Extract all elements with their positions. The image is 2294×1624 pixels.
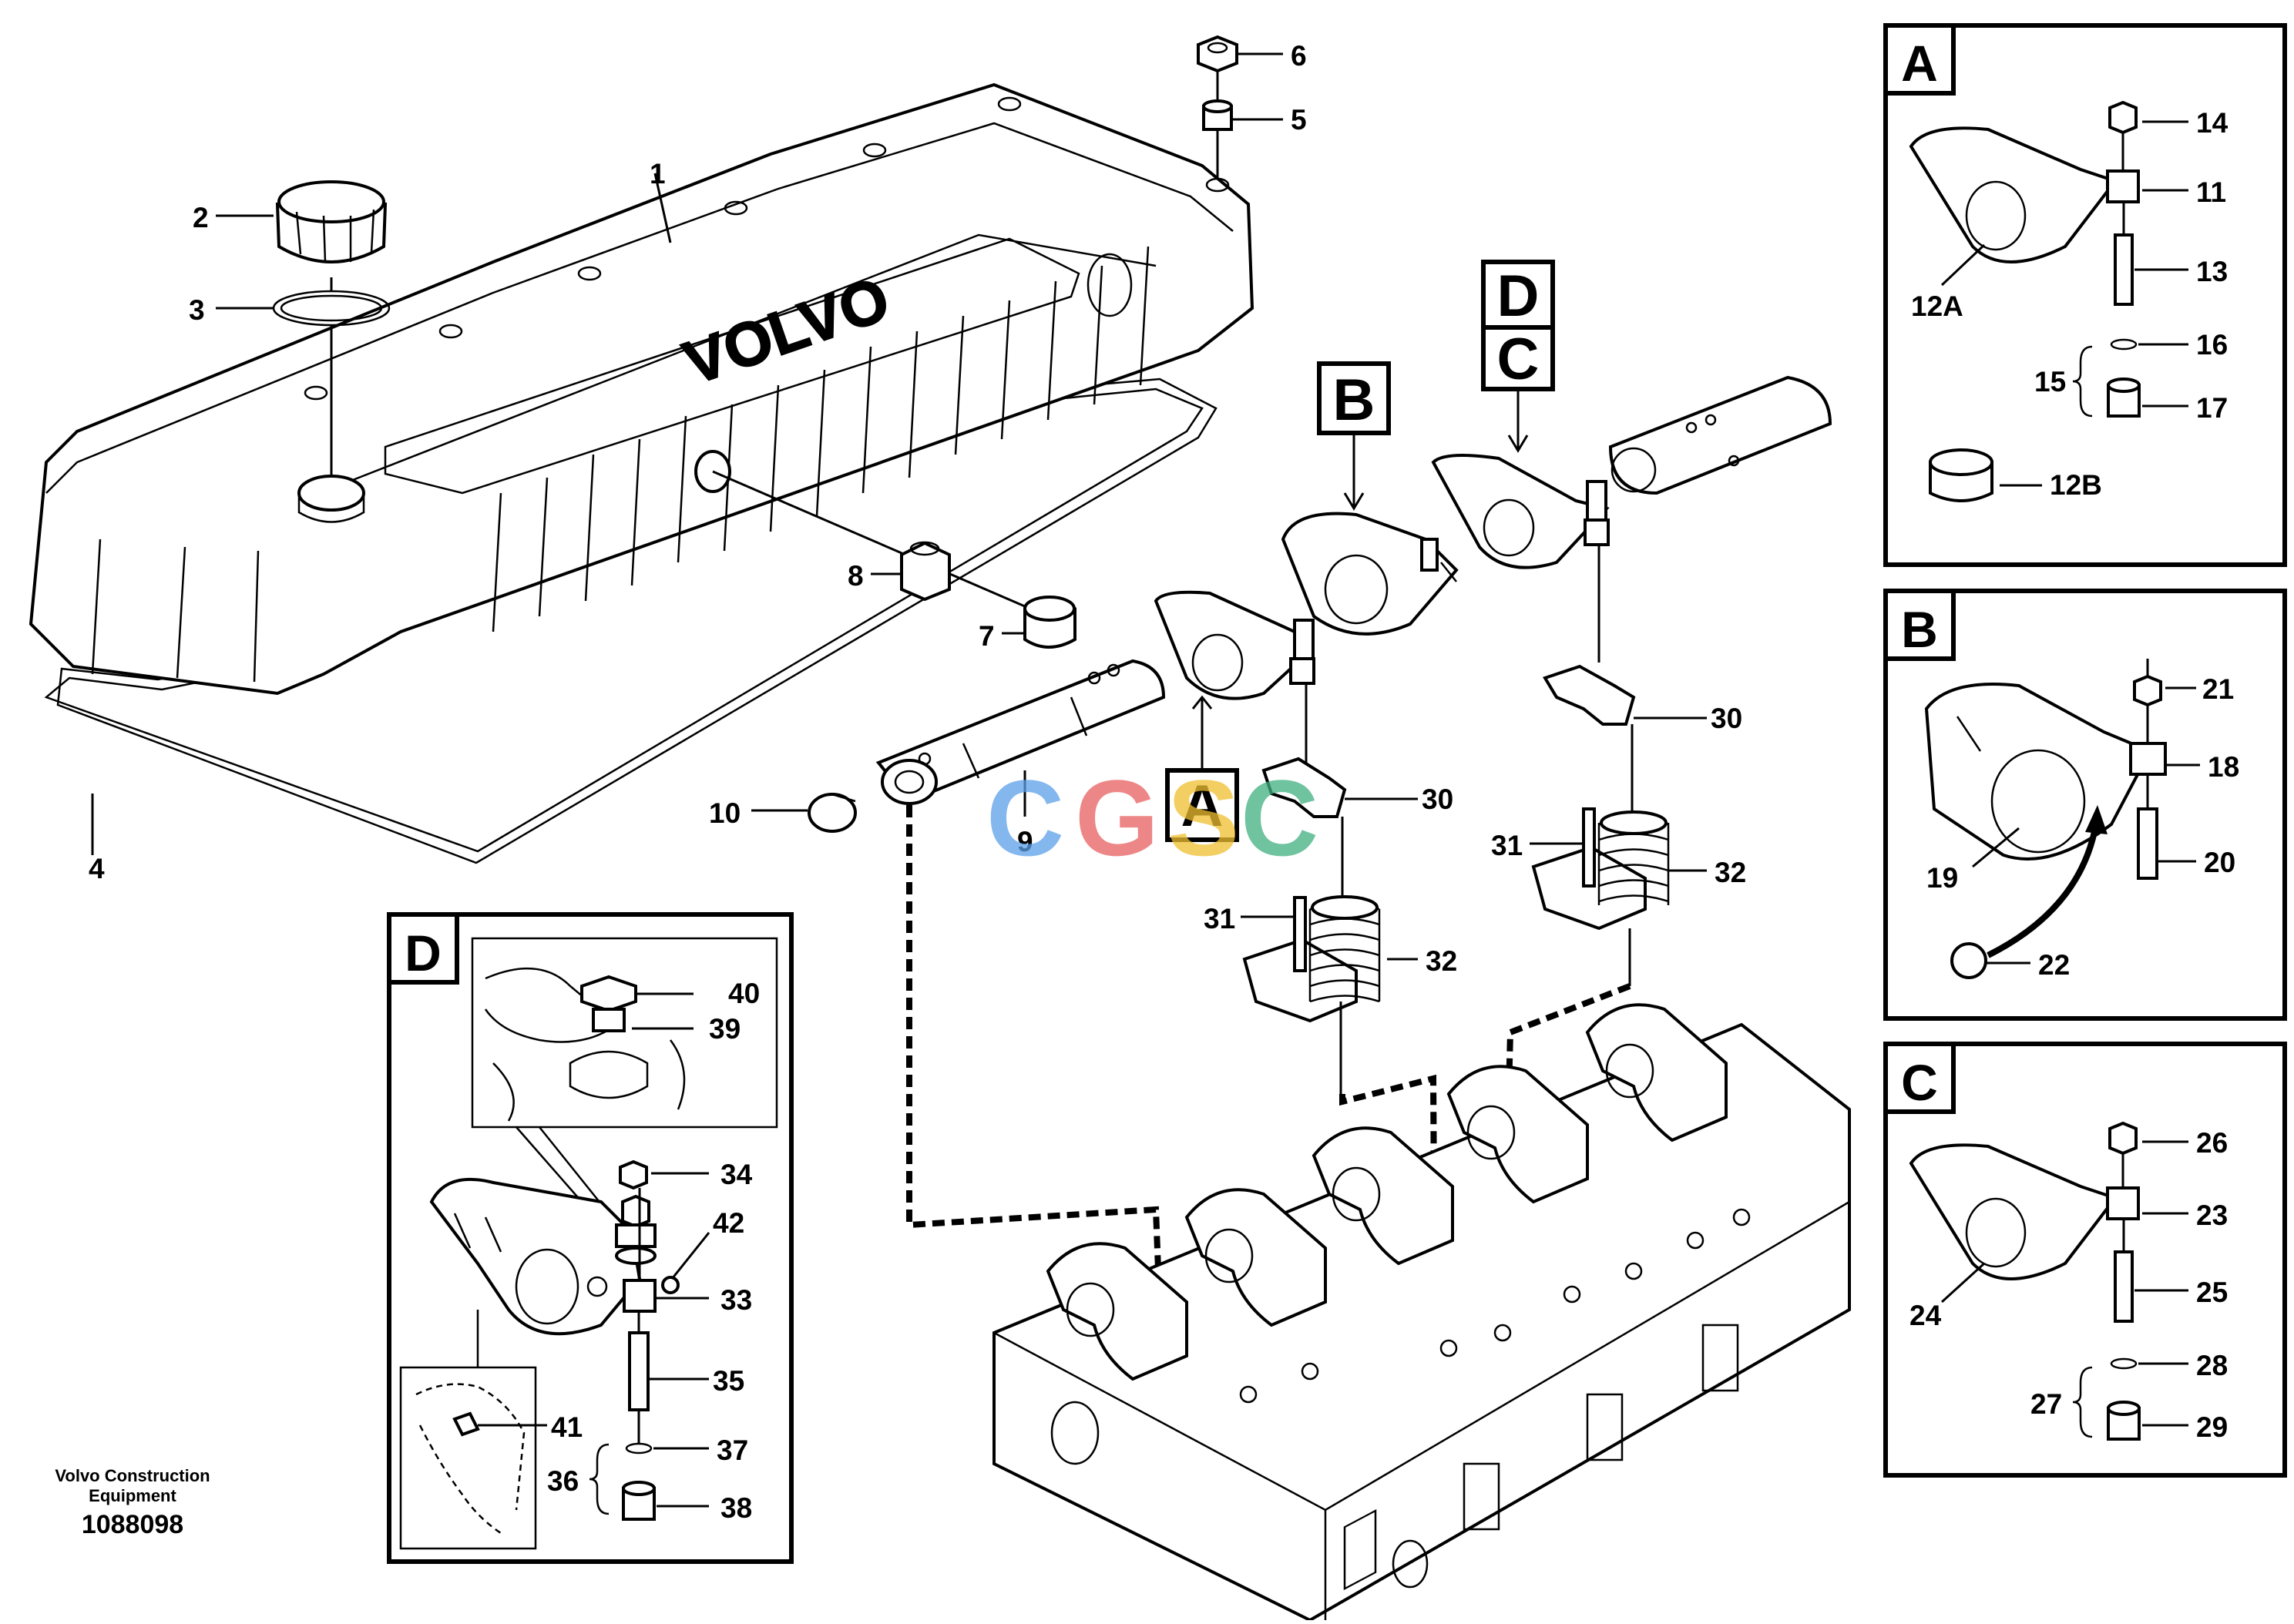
label-13: 13 <box>2196 256 2228 287</box>
watermark-letter-2: G <box>1075 757 1159 878</box>
label-23: 23 <box>2196 1200 2228 1231</box>
cover-nut <box>1197 35 1238 73</box>
shaft-plug <box>808 793 857 833</box>
label-40: 40 <box>728 978 760 1009</box>
label-26: 26 <box>2196 1127 2228 1159</box>
label-16: 16 <box>2196 329 2228 361</box>
cgsc-watermark: C G S C <box>986 757 1318 878</box>
label-20: 20 <box>2204 847 2235 878</box>
panel-a-letter: A <box>1901 35 1938 92</box>
company-credit: Volvo Construction Equipment <box>48 1466 217 1506</box>
callout-b-label: B <box>1333 367 1375 433</box>
label-5: 5 <box>1291 104 1307 136</box>
label-18: 18 <box>2208 751 2239 783</box>
rocker-shaft <box>875 659 1166 805</box>
company-line-2: Equipment <box>89 1486 176 1505</box>
panel-d-letter: D <box>405 924 442 981</box>
label-32b: 32 <box>1715 857 1746 888</box>
label-38: 38 <box>720 1492 752 1524</box>
panel-b-letter: B <box>1901 601 1938 658</box>
company-line-1: Volvo Construction <box>55 1466 210 1485</box>
label-41: 41 <box>551 1411 583 1443</box>
valve-spring-left <box>1242 895 1381 1023</box>
drawing-number: 1088098 <box>81 1510 184 1539</box>
cover-spacer <box>1202 99 1233 131</box>
callout-a: A <box>1165 695 1239 842</box>
label-2: 2 <box>193 202 209 233</box>
label-37: 37 <box>717 1434 748 1466</box>
breather-clip <box>900 541 951 602</box>
label-29: 29 <box>2196 1411 2228 1443</box>
label-12a: 12A <box>1911 290 1963 322</box>
callout-c-label: C <box>1497 327 1540 392</box>
label-25: 25 <box>2196 1277 2228 1308</box>
valve-spring-right <box>1531 807 1670 931</box>
callout-a-label: A <box>1181 773 1224 839</box>
label-10: 10 <box>709 797 741 829</box>
label-3: 3 <box>189 294 205 326</box>
label-8: 8 <box>848 560 864 592</box>
valve-cover: VOLVO <box>29 82 1254 696</box>
rocker-arm-c <box>1431 454 1610 569</box>
detail-panel-a: A <box>1883 23 2287 567</box>
part-labels: 1 2 3 4 5 6 7 8 9 10 14 11 13 12A 16 15 … <box>89 40 2239 1524</box>
label-11: 11 <box>2196 176 2226 208</box>
label-31b: 31 <box>1491 830 1523 861</box>
label-36: 36 <box>547 1465 579 1497</box>
rocker-arm-b <box>1281 512 1459 636</box>
label-1: 1 <box>650 158 666 190</box>
label-34: 34 <box>720 1159 753 1190</box>
label-7: 7 <box>979 620 995 652</box>
label-21: 21 <box>2202 673 2234 705</box>
label-27: 27 <box>2030 1388 2062 1420</box>
label-39: 39 <box>709 1013 741 1045</box>
valve-bridge-right <box>1543 664 1636 726</box>
leader-lines <box>91 52 1707 961</box>
label-24: 24 <box>1909 1300 1942 1331</box>
label-17: 17 <box>2196 392 2228 424</box>
label-15: 15 <box>2034 366 2066 398</box>
callout-b: B <box>1317 361 1391 511</box>
cylinder-head <box>992 1003 1851 1622</box>
panel-c-letter: C <box>1901 1054 1938 1111</box>
detail-panel-d: D <box>387 912 794 1564</box>
label-14: 14 <box>2196 107 2229 139</box>
watermark-letter-3: S <box>1167 757 1239 878</box>
callout-d-label: D <box>1497 263 1540 329</box>
filler-cap <box>275 180 388 263</box>
rocker-arm-a <box>1154 590 1315 700</box>
label-32a: 32 <box>1426 945 1457 977</box>
watermark-letter-4: C <box>1241 757 1318 878</box>
label-9: 9 <box>1017 826 1033 857</box>
label-31a: 31 <box>1204 903 1235 934</box>
label-19: 19 <box>1926 862 1958 894</box>
watermark-letter-1: C <box>986 757 1064 878</box>
label-30b: 30 <box>1711 703 1742 734</box>
label-42: 42 <box>713 1207 744 1239</box>
rocker-shaft-end <box>1608 375 1832 495</box>
label-28: 28 <box>2196 1350 2228 1381</box>
callout-c: C <box>1481 325 1555 453</box>
label-30a: 30 <box>1422 783 1453 815</box>
valve-bridge-left <box>1261 757 1347 818</box>
label-33: 33 <box>720 1284 752 1316</box>
label-6: 6 <box>1291 40 1307 72</box>
label-4: 4 <box>89 853 105 884</box>
label-12b: 12B <box>2050 469 2102 501</box>
detail-panel-b: B <box>1883 589 2287 1021</box>
breather-plug <box>1023 596 1076 649</box>
label-22: 22 <box>2038 949 2070 981</box>
label-35: 35 <box>713 1365 744 1397</box>
detail-panel-c: C <box>1883 1042 2287 1478</box>
callout-d: D <box>1481 260 1555 330</box>
